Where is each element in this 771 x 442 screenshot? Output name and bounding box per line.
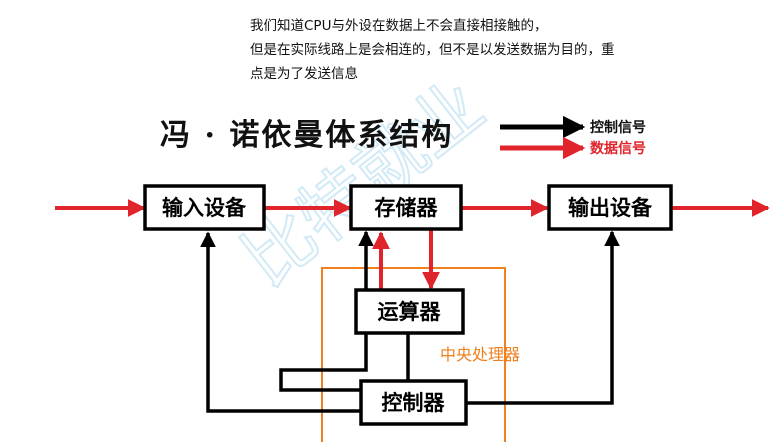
controller-label: 控制器 — [382, 390, 446, 415]
memory-box: 存储器 — [349, 184, 463, 231]
output-device-box: 输出设备 — [547, 184, 673, 231]
cpu-label: 中央处理器 — [440, 345, 520, 364]
input-device-label: 输入设备 — [162, 195, 247, 220]
diagram-title: 冯 · 诺依曼体系结构 — [160, 118, 453, 153]
note-line-3: 点是为了发送信息 — [250, 66, 358, 82]
input-device-box: 输入设备 — [143, 184, 266, 231]
controller-box: 控制器 — [359, 379, 468, 426]
alu-box: 运算器 — [354, 288, 465, 335]
alu-label: 运算器 — [378, 299, 442, 324]
control-line-to-input — [200, 231, 361, 413]
legend: 控制信号 数据信号 — [500, 115, 646, 160]
legend-data-label: 数据信号 — [590, 140, 646, 157]
cpu-region — [321, 267, 506, 442]
output-device-label: 输出设备 — [568, 195, 653, 220]
note-line-1: 我们知道CPU与外设在数据上不会直接相接触的， — [250, 18, 548, 34]
memory-label: 存储器 — [375, 195, 439, 220]
control-line-to-output — [466, 230, 620, 405]
note-line-2: 但是在实际线路上是会相连的，但不是以发送数据为目的，重 — [250, 42, 615, 58]
explanation-note: 我们知道CPU与外设在数据上不会直接相接触的， 但是在实际线路上是会相连的，但不… — [250, 14, 750, 86]
watermark: 比特就业 — [228, 65, 499, 302]
legend-control-label: 控制信号 — [590, 119, 646, 136]
